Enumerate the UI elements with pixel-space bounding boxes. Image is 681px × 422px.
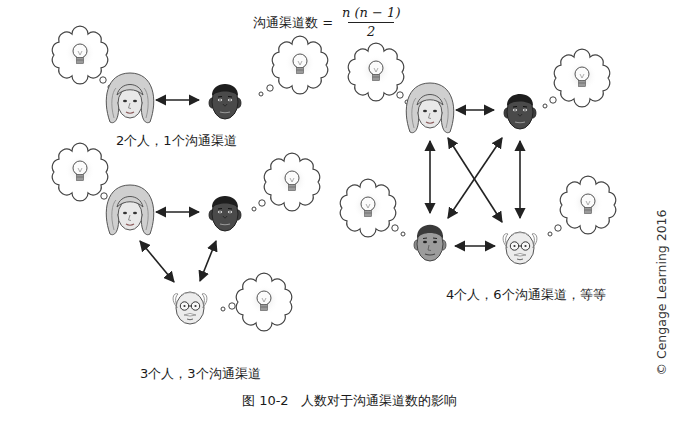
copyright-watermark: © Cengage Learning 2016 — [654, 209, 669, 375]
three-person-group — [52, 143, 320, 331]
formula-numerator: n (n − 1) — [342, 5, 400, 21]
group-label: 3个人，3个沟通渠道 — [140, 366, 261, 382]
figure-caption: 图 10-2 人数对于沟通渠道数的影响 — [242, 393, 457, 409]
group-label: 4个人，6个沟通渠道，等等 — [446, 287, 606, 303]
formula-denominator: 2 — [367, 24, 375, 40]
formula-lhs: 沟通渠道数 = — [253, 15, 333, 31]
four-person-group — [340, 43, 616, 264]
fraction-bar — [348, 22, 394, 23]
two-person-group — [52, 26, 328, 123]
group-label: 2个人，1个沟通渠道 — [116, 133, 237, 149]
